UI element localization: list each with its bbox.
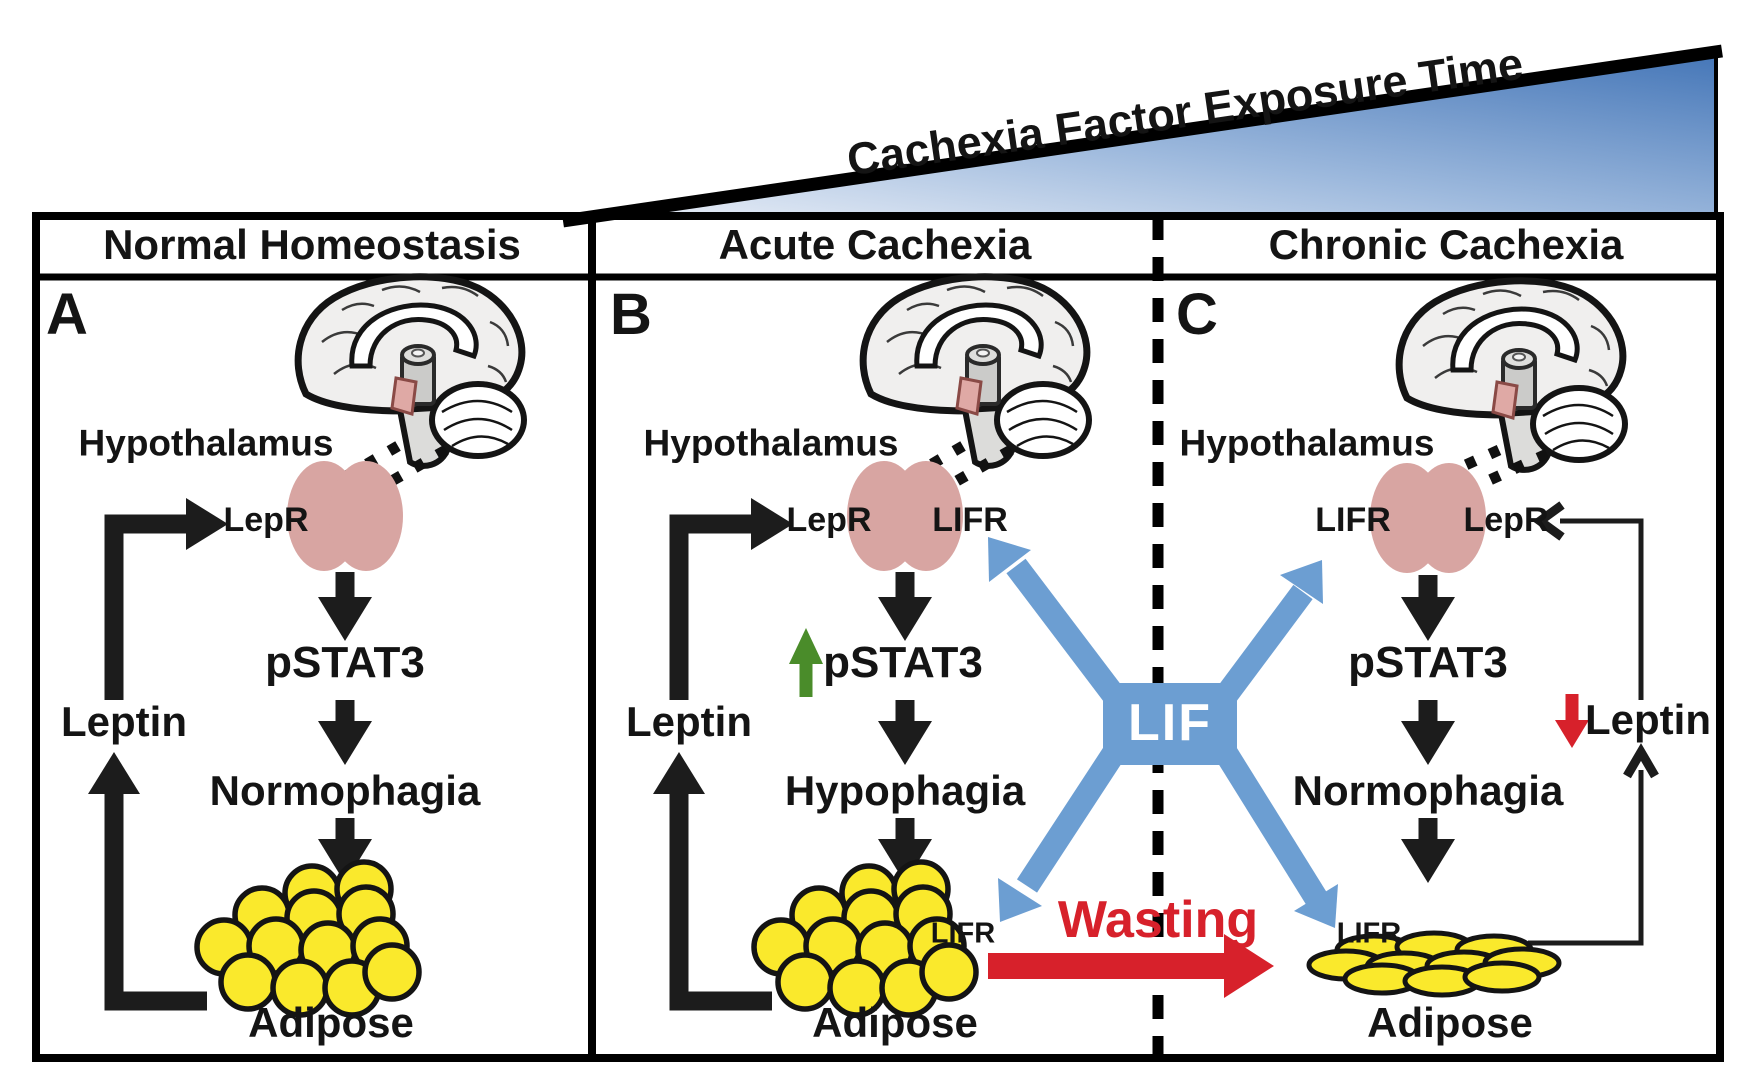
lif-box [1103,683,1237,765]
adipose-cluster-c-depleted [1306,930,1562,998]
pstat3-increase-arrow-icon [789,628,823,697]
adipose-label-c: Adipose [1367,999,1533,1046]
lifr-label-b: LIFR [932,501,1008,539]
pstat3-label-b: pSTAT3 [823,638,983,687]
lifr-adipose-label-b: LIFR [930,917,996,950]
adipose-label-a: Adipose [248,999,414,1046]
lepr-label-c: LepR [1463,501,1549,539]
adipose-cluster-a [194,859,422,1018]
lif-label: LIF [1128,694,1212,752]
leptin-feedback-loop-a [88,498,228,1011]
pstat3-label-a: pSTAT3 [265,638,425,687]
hypothalamus-label-b: Hypothalamus [643,422,899,464]
hypothalamus-nucleus-a [287,461,403,571]
panel-letter-c: C [1176,282,1218,347]
panel-letter-a: A [46,282,88,347]
leptin-feedback-loop-c [1528,501,1659,946]
pstat3-label-c: pSTAT3 [1348,638,1508,687]
adipose-label-b: Adipose [812,999,978,1046]
leptin-label-a: Leptin [61,698,187,745]
wasting-arrow [988,934,1274,998]
leptin-decrease-arrow-icon [1555,694,1589,748]
header-chronic-cachexia: Chronic Cachexia [1268,221,1624,268]
hypothalamus-nucleus-b [847,461,963,571]
hypothalamus-nucleus-c [1370,463,1486,573]
hypothalamus-label-c: Hypothalamus [1179,422,1435,464]
lifr-adipose-label-c: LIFR [1336,917,1402,950]
signal-flow-arrows-a [318,572,372,883]
adipose-cluster-b [751,859,979,1018]
panel-letter-b: B [610,282,652,347]
leptin-label-c: Leptin [1585,696,1711,743]
normophagia-label-a: Normophagia [209,767,481,814]
lifr-label-c: LIFR [1315,501,1391,539]
panel-grid [32,212,1724,1062]
leptin-label-b: Leptin [626,698,752,745]
lepr-label-b: LepR [786,501,872,539]
header-acute-cachexia: Acute Cachexia [718,221,1032,268]
header-normal-homeostasis: Normal Homeostasis [103,221,521,268]
exposure-time-triangle [562,44,1723,228]
hypophagia-label-b: Hypophagia [784,767,1026,814]
normophagia-label-c: Normophagia [1292,767,1564,814]
leptin-feedback-loop-b [653,498,793,1011]
lif-crosstalk-arrows [988,537,1338,928]
lepr-label-a: LepR [223,501,309,539]
signal-flow-arrows-b [878,572,932,883]
wasting-label: Wasting [1057,891,1259,949]
signal-flow-arrows-c [1401,575,1455,883]
hypothalamus-label-a: Hypothalamus [78,422,334,464]
